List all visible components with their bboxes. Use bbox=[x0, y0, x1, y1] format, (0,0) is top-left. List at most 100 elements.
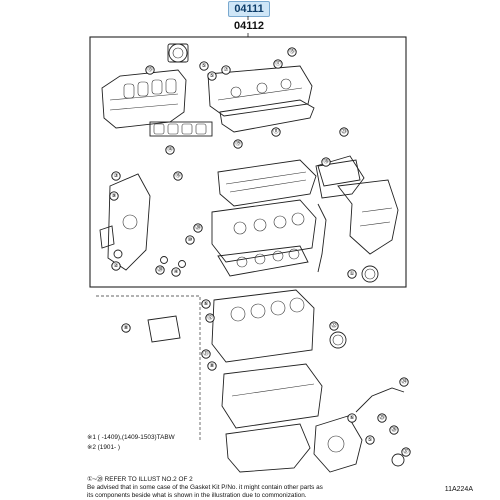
callout-label: ⑨ bbox=[112, 192, 117, 199]
pulley bbox=[391, 453, 405, 467]
callout-c8[interactable]: ⑭ bbox=[165, 145, 175, 155]
callout-circle bbox=[155, 265, 165, 275]
callout-label: ② bbox=[114, 262, 119, 269]
callout-c31[interactable]: ⑥ bbox=[347, 413, 357, 423]
callout-circle bbox=[207, 71, 217, 81]
callout-circle bbox=[401, 447, 411, 457]
callout-c15[interactable]: ⑳ bbox=[193, 223, 203, 233]
callout-circle bbox=[221, 65, 231, 75]
callout-c13[interactable]: ③ bbox=[111, 171, 121, 181]
callout-circle bbox=[389, 425, 399, 435]
callout-label: ⑧ bbox=[124, 324, 129, 331]
callout-label: ⑱ bbox=[323, 157, 329, 165]
intake-manifold bbox=[101, 69, 187, 129]
footnote-5: its components beside what is shown in t… bbox=[87, 492, 307, 499]
callout-circle bbox=[111, 261, 121, 271]
callout-c18[interactable]: ⑳ bbox=[155, 265, 165, 275]
callout-label: ⑥ bbox=[350, 414, 355, 421]
callout-c25[interactable]: ㉑ bbox=[201, 349, 211, 359]
callout-c29[interactable]: ㉖ bbox=[389, 425, 399, 435]
callout-c1[interactable]: ⑬ bbox=[145, 65, 155, 75]
callout-c7[interactable]: ⑪ bbox=[271, 127, 281, 137]
callout-circle bbox=[365, 435, 375, 445]
callout-circle bbox=[111, 171, 121, 181]
callout-circle bbox=[193, 223, 203, 233]
seal-a bbox=[113, 249, 123, 259]
water-pump bbox=[313, 415, 363, 473]
callout-label: ⑤ bbox=[368, 436, 373, 443]
crank-seal bbox=[329, 331, 347, 349]
callout-c32[interactable]: ⑤ bbox=[365, 435, 375, 445]
callout-circle bbox=[347, 269, 357, 279]
seal-b bbox=[160, 256, 168, 264]
callout-c5[interactable]: ⑰ bbox=[273, 59, 283, 69]
callout-label: ① bbox=[350, 270, 355, 277]
callout-circle bbox=[165, 145, 175, 155]
callout-c10[interactable]: ⑱ bbox=[321, 157, 331, 167]
callout-label: ㉒ bbox=[331, 321, 337, 329]
intake-gaskets bbox=[149, 121, 213, 137]
callout-label: ⑯ bbox=[175, 171, 181, 179]
callout-circle bbox=[121, 323, 131, 333]
callout-label: ⑲ bbox=[235, 139, 241, 147]
footnote-2: ※2 (1901- ) bbox=[87, 444, 121, 451]
callout-c23[interactable]: ⑫ bbox=[205, 313, 215, 323]
callout-label: ⑫ bbox=[207, 313, 213, 321]
illust2-dashed-line bbox=[96, 295, 201, 440]
callout-label: ⑪ bbox=[273, 127, 279, 135]
callout-c11[interactable]: ⑲ bbox=[233, 139, 243, 149]
callout-circle bbox=[321, 157, 331, 167]
callout-label: ⑤ bbox=[210, 72, 215, 79]
callout-c19[interactable]: ④ bbox=[171, 267, 181, 277]
callout-label: ⑦ bbox=[224, 66, 229, 73]
callout-label: ㉔ bbox=[401, 377, 407, 385]
callout-circle bbox=[201, 299, 211, 309]
callout-circle bbox=[185, 235, 195, 245]
callout-label: ③ bbox=[114, 172, 119, 179]
callout-circle bbox=[347, 413, 357, 423]
callout-label: ㉑ bbox=[203, 349, 209, 357]
oil-pan-lower bbox=[225, 423, 311, 473]
exhaust-manifold bbox=[315, 155, 399, 255]
callout-c24[interactable]: ㉒ bbox=[329, 321, 339, 331]
callout-c26[interactable]: ⑧ bbox=[207, 361, 217, 371]
callout-c16[interactable]: ⑩ bbox=[185, 235, 195, 245]
callout-circle bbox=[377, 413, 387, 423]
cam-housing bbox=[217, 159, 317, 207]
subkit-number: 04112 bbox=[234, 20, 264, 32]
callout-label: ⑭ bbox=[167, 145, 173, 153]
callout-circle bbox=[287, 47, 297, 57]
callout-c21[interactable]: ⑧ bbox=[121, 323, 131, 333]
callout-label: ⑥ bbox=[204, 300, 209, 307]
callout-c30[interactable]: ㉗ bbox=[401, 447, 411, 457]
callout-circle bbox=[273, 59, 283, 69]
throttle-body bbox=[167, 43, 189, 63]
callout-c6[interactable]: ⑦ bbox=[221, 65, 231, 75]
footnote-1: ※1 ( -1409),(1409-1503)TABW bbox=[87, 434, 175, 441]
callout-c22[interactable]: ⑥ bbox=[201, 299, 211, 309]
callout-circle bbox=[199, 61, 209, 71]
callout-c4[interactable]: ⑮ bbox=[287, 47, 297, 57]
callout-c12[interactable]: ⑯ bbox=[173, 171, 183, 181]
kit-frame bbox=[89, 36, 407, 288]
callout-circle bbox=[207, 361, 217, 371]
callout-c17[interactable]: ② bbox=[111, 261, 121, 271]
kit-number-tag[interactable]: 04111 bbox=[228, 1, 270, 17]
callout-c20[interactable]: ① bbox=[347, 269, 357, 279]
callout-label: ㉗ bbox=[403, 447, 409, 455]
rear-plate bbox=[147, 315, 181, 343]
callout-circle bbox=[329, 321, 339, 331]
callout-circle bbox=[339, 127, 349, 137]
callout-c3[interactable]: ⑤ bbox=[207, 71, 217, 81]
callout-c9[interactable]: ㉓ bbox=[339, 127, 349, 137]
callout-c14[interactable]: ⑨ bbox=[109, 191, 119, 201]
oil-pipe bbox=[355, 387, 405, 413]
callout-c2[interactable]: ⑤ bbox=[199, 61, 209, 71]
callout-label: ⑬ bbox=[147, 65, 153, 73]
callout-c27[interactable]: ㉔ bbox=[399, 377, 409, 387]
callout-circle bbox=[399, 377, 409, 387]
callout-c28[interactable]: ㉕ bbox=[377, 413, 387, 423]
footnote-3: ①~⑳ REFER TO ILLUST NO.2 OF 2 bbox=[87, 476, 193, 483]
